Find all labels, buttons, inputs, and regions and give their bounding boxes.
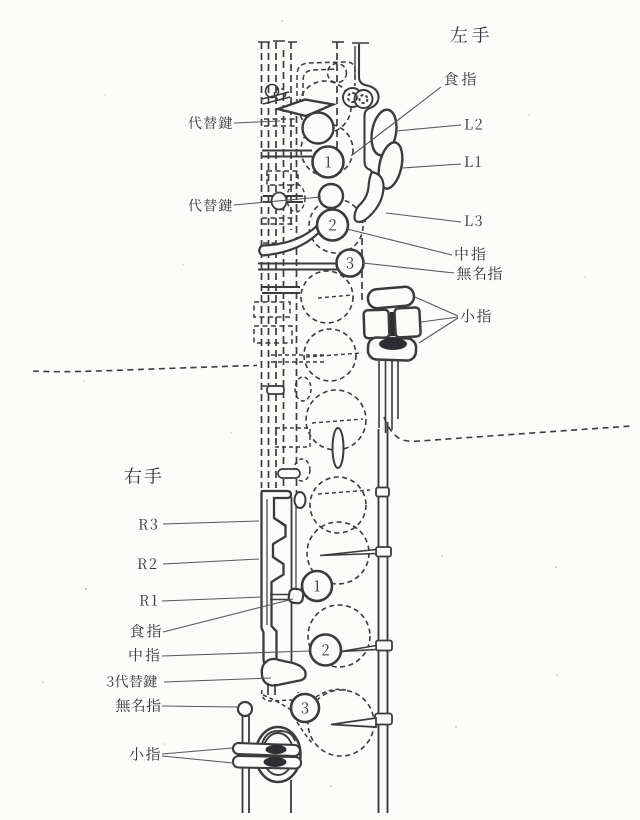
numbered-key-circles [289, 145, 365, 724]
leader-rh-mumeishi [161, 705, 238, 708]
key-circle-rh-2 [308, 633, 343, 667]
break-line-right [383, 416, 633, 443]
rod-tabs [374, 486, 393, 726]
label-rh-r3: R3 [138, 518, 158, 530]
paper-speckles [42, 20, 586, 787]
key-arms [258, 149, 337, 294]
label-rh-daitai-3: 3代替鍵 [107, 674, 157, 688]
rh-pinky-roller-1 [265, 744, 287, 755]
gsharp-oval [331, 427, 345, 469]
label-rh-r2: R2 [137, 558, 157, 570]
upper-rods [260, 42, 363, 495]
lh-pinky-left-key [362, 308, 391, 340]
label-lh-l1: L1 [464, 156, 481, 168]
lh-pinky-roller [379, 338, 407, 350]
leader-lh-daitai-1 [233, 120, 281, 124]
leader-rh-koyubi-2 [161, 755, 234, 764]
pad-needles-solid [319, 548, 377, 653]
leader-lh-l2 [395, 124, 462, 132]
scan-layer: 左手 代替鍵 代替鍵 食指 L2 L1 L3 中指 無名指 小指 右手 R3 R… [32, 26, 633, 813]
leader-lh-shokushi [350, 86, 442, 157]
rh-side-lever-inner [266, 499, 287, 625]
rod-top-caps [258, 40, 369, 44]
key-number-lh-1: 1 [325, 153, 338, 171]
leader-lh-daitai-2 [233, 196, 322, 206]
palm-keys [353, 108, 404, 224]
leader-lh-chushi [346, 228, 453, 256]
leader-rh-daitai-3 [163, 677, 272, 683]
leader-lh-l3 [385, 212, 462, 223]
leader-rh-r1 [161, 596, 263, 602]
leader-lines [161, 86, 462, 764]
rh-side-lever [260, 489, 293, 667]
leader-lh-koyubi-1 [414, 296, 459, 317]
small-pill [277, 468, 301, 479]
svg-text:2: 2 [333, 216, 343, 234]
leader-rh-koyubi-1 [161, 747, 233, 755]
lh-pinky-right-key [393, 306, 422, 339]
bis-key [317, 182, 345, 210]
break-line-left [32, 364, 258, 373]
label-lh-koyubi: 小指 [460, 308, 491, 323]
svg-text:1: 1 [328, 153, 338, 171]
tube-rungs [253, 118, 299, 387]
label-rh-title: 右手 [124, 467, 162, 484]
label-lh-l3: L3 [464, 215, 482, 227]
leader-lh-mumeishi [362, 262, 455, 274]
leader-rh-chushi [161, 650, 310, 657]
small-cross-bar [266, 385, 285, 395]
leader-lh-koyubi-3 [418, 317, 459, 344]
rh-pinky-cluster [231, 725, 303, 784]
leader-rh-r3 [162, 520, 260, 525]
leader-rh-shokushi [162, 598, 294, 633]
rh-dashed-panels [275, 427, 311, 448]
label-rh-chushi: 中指 [129, 647, 160, 662]
rh-pinky-roller-2 [263, 757, 287, 767]
label-lh-l2: L2 [464, 118, 482, 130]
label-lh-chushi: 中指 [455, 246, 486, 261]
label-lh-daitai-1: 代替鍵 [188, 116, 233, 130]
label-rh-r1: R1 [139, 594, 158, 606]
rh-ring-knob [236, 700, 254, 718]
label-rh-shokushi: 食指 [130, 623, 161, 638]
leader-lh-l1 [401, 163, 462, 169]
instrument-body [32, 40, 633, 813]
pad-needle-marks [305, 294, 371, 495]
key-number-rh-1: 1 [314, 577, 327, 595]
label-rh-mumeishi: 無名指 [116, 698, 161, 713]
label-rh-koyubi: 小指 [129, 746, 160, 761]
rh-alt3-key [260, 657, 307, 687]
label-lh-daitai-2: 代替鍵 [188, 198, 233, 212]
label-lh-mumeishi: 無名指 [457, 266, 502, 281]
rh-side-touch [293, 491, 307, 509]
palm-key-l1 [377, 141, 404, 190]
top-side-rings [342, 87, 374, 109]
pad-needle-triangle [330, 716, 377, 728]
octave-loop [296, 61, 356, 112]
octave-touch-key [301, 111, 335, 145]
leader-rh-r2 [162, 558, 260, 565]
label-lh-title: 左手 [450, 26, 489, 43]
alt-key-1 [261, 83, 291, 105]
key-circle-lh-2 [315, 208, 350, 242]
rh-dashed-links [262, 688, 347, 745]
leader-lh-koyubi-2 [420, 316, 459, 323]
lh-pinky-top-key [366, 285, 416, 310]
label-lh-shokushi: 食指 [444, 71, 476, 86]
palm-key-l3 [353, 170, 385, 224]
octave-thumb-lever [273, 98, 338, 118]
rh-section [231, 427, 347, 813]
svg-text:1: 1 [317, 577, 327, 595]
svg-text:2: 2 [326, 641, 336, 659]
rh-alt3-neck [267, 683, 276, 695]
lh-pinky-cluster [362, 285, 422, 433]
rh-pinky-tongue [261, 730, 296, 745]
rh-r1-arm [270, 593, 289, 601]
